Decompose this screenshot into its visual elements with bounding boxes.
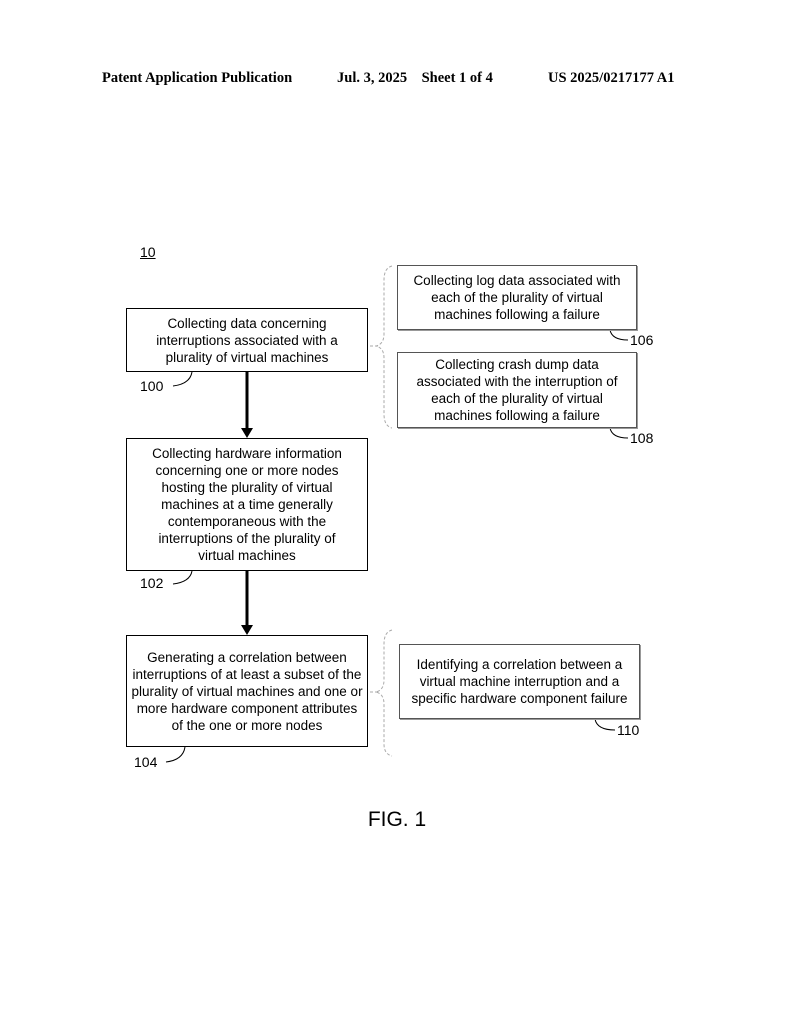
arrowhead-100-to-102 [241, 428, 253, 438]
substep-text-106: Collecting log data associated with each… [413, 273, 621, 322]
step-text-102: Collecting hardware information concerni… [152, 446, 342, 563]
ref-label-102: 102 [140, 575, 164, 591]
figure-caption: FIG. 1 [367, 808, 427, 831]
ref-label-100: 100 [140, 378, 164, 394]
page-header: Patent Application Publication Jul. 3, 2… [0, 70, 794, 88]
substep-text-110: Identifying a correlation between a virt… [411, 657, 628, 706]
leader-106 [609, 329, 629, 341]
brace-substeps-100 [375, 265, 393, 429]
substep-text-108: Collecting crash dump data associated wi… [416, 357, 618, 423]
ref-label-108: 108 [630, 430, 654, 446]
arrowhead-102-to-104 [241, 625, 253, 635]
ref-label-104: 104 [134, 754, 158, 770]
step-text-100: Collecting data concerning interruptions… [156, 315, 338, 365]
step-box-100: Collecting data concerning interruptions… [126, 308, 368, 372]
leader-104 [165, 746, 186, 763]
step-box-104: Generating a correlation between interru… [126, 635, 368, 747]
leader-102 [172, 570, 193, 585]
leader-108 [609, 427, 629, 439]
substep-box-108: Collecting crash dump data associated wi… [397, 352, 637, 428]
publication-number: US 2025/0217177 A1 [548, 70, 675, 86]
leader-110 [594, 718, 616, 731]
substep-box-106: Collecting log data associated with each… [397, 265, 637, 330]
ref-label-106: 106 [630, 332, 654, 348]
step-box-102: Collecting hardware information concerni… [126, 438, 368, 571]
leader-100 [172, 371, 193, 387]
step-text-104: Generating a correlation between interru… [131, 649, 363, 733]
publication-type: Patent Application Publication [102, 70, 293, 86]
ref-label-110: 110 [617, 722, 640, 738]
figure-reference-number: 10 [140, 244, 156, 260]
publication-date-sheet: Jul. 3, 2025 Sheet 1 of 4 [337, 70, 493, 86]
substep-box-110: Identifying a correlation between a virt… [399, 644, 640, 719]
brace-substeps-104 [375, 629, 393, 757]
